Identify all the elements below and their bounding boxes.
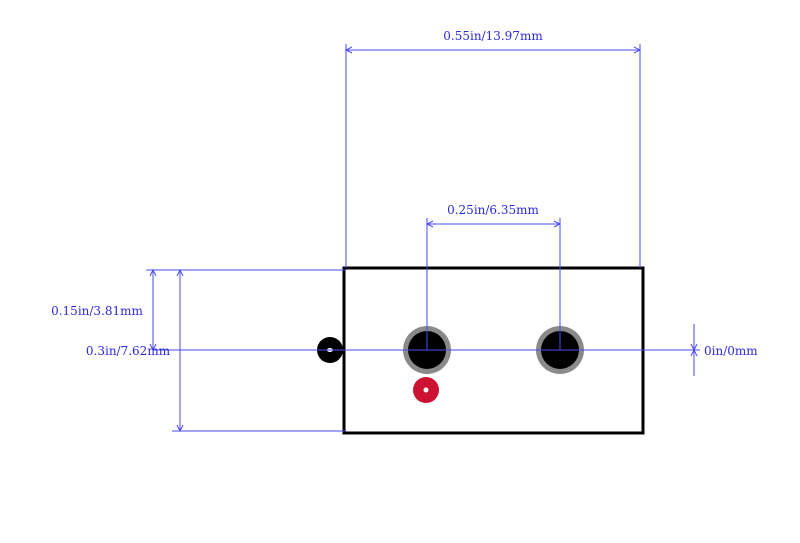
pin-pitch-dimension: 0.25in/6.35mm	[425, 203, 562, 350]
overall-width-label: 0.55in/13.97mm	[443, 29, 543, 43]
zero-offset-label: 0in/0mm	[704, 344, 758, 358]
zero-offset-dimension: 0in/0mm	[690, 324, 758, 376]
overall-width-dimension: 0.55in/13.97mm	[344, 29, 642, 268]
half-height-label: 0.15in/3.81mm	[51, 304, 143, 318]
overall-height-dimension: 0.3in/7.62mm	[86, 268, 184, 433]
half-height-dimension: 0.15in/3.81mm	[51, 268, 157, 352]
pin-pitch-label: 0.25in/6.35mm	[447, 203, 539, 217]
overall-height-label: 0.3in/7.62mm	[86, 344, 171, 358]
pin1-marker	[413, 377, 439, 403]
